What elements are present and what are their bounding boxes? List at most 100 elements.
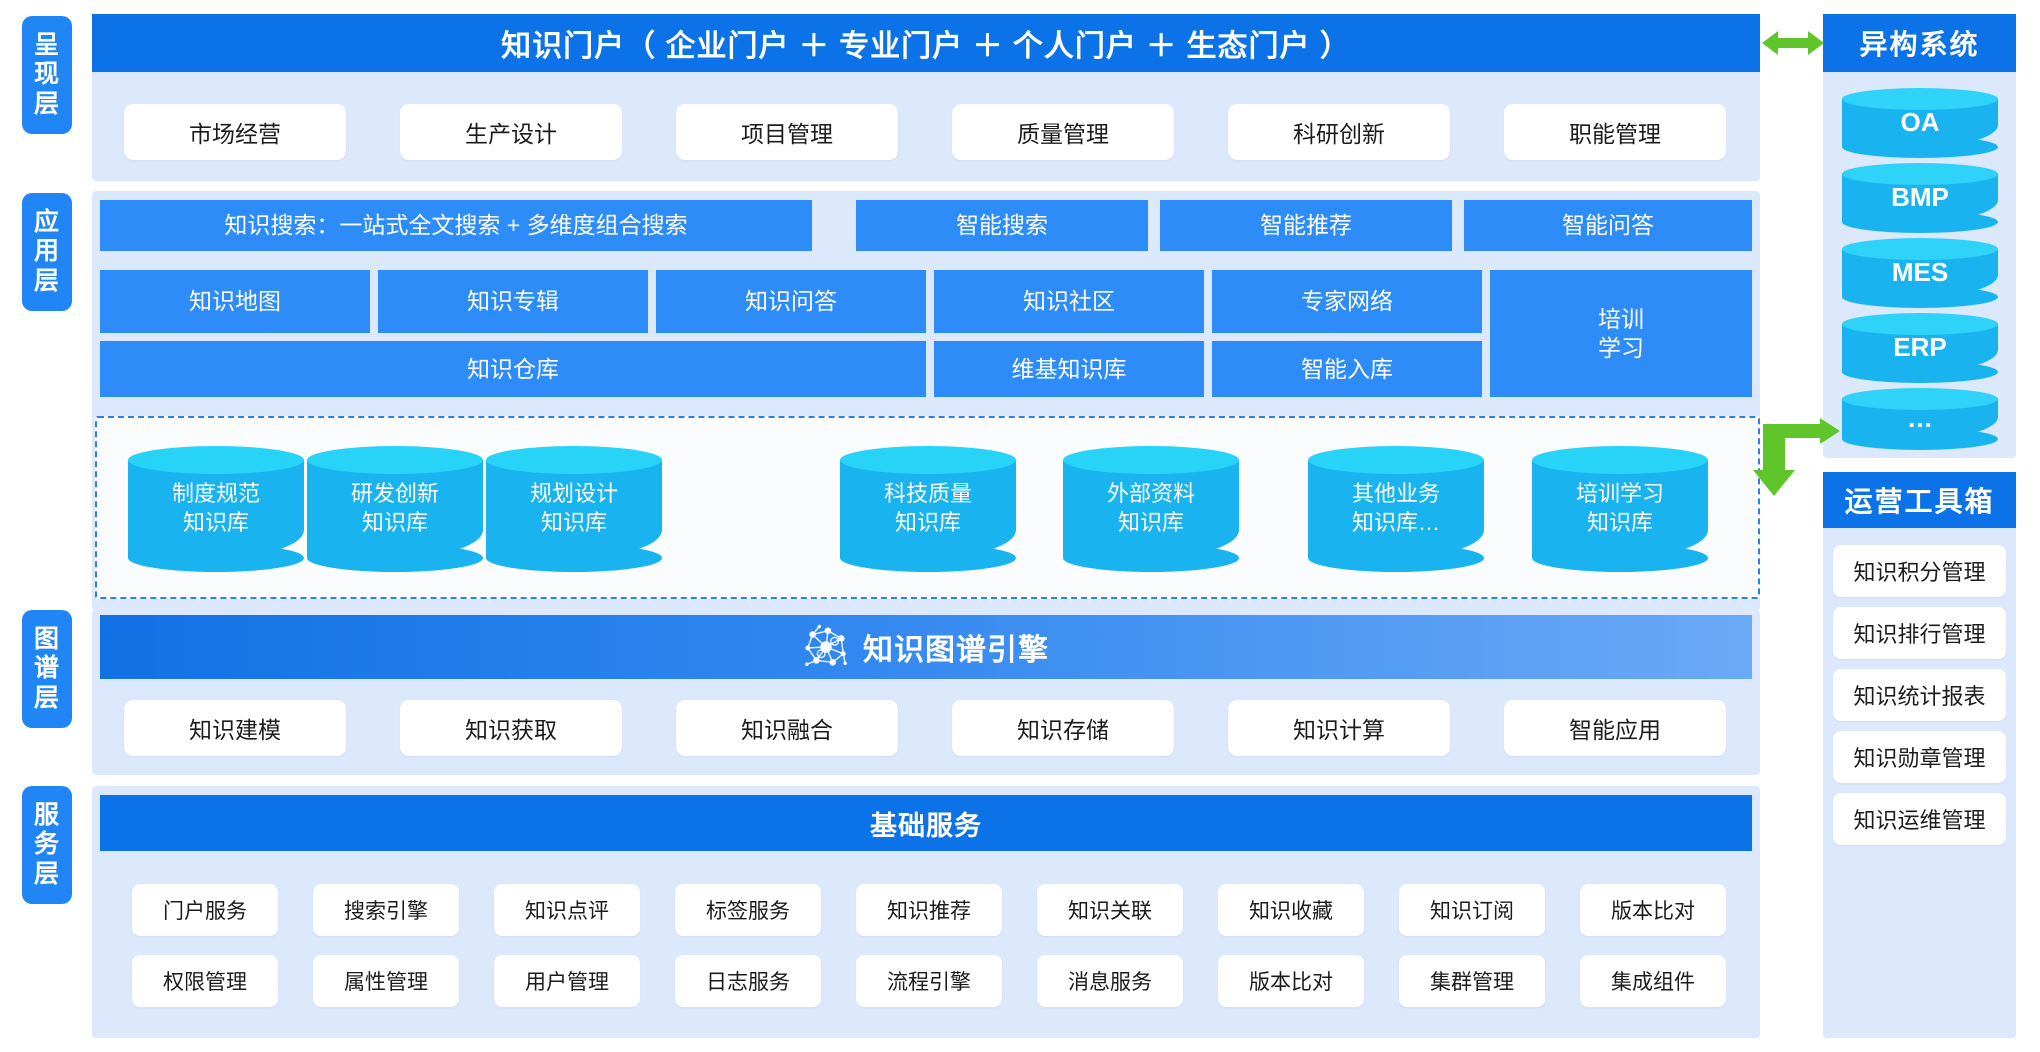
service-chip-r1-5[interactable]: 知识关联	[1037, 884, 1183, 936]
app-row1-smart-recommend[interactable]: 智能推荐	[1160, 200, 1452, 251]
repository-cylinder-3[interactable]: 科技质量 知识库	[840, 446, 1016, 572]
app-row1-smart-search[interactable]: 智能搜索	[856, 200, 1148, 251]
toolbox-chip-2[interactable]: 知识统计报表	[1833, 669, 2006, 721]
service-chip-r2-4[interactable]: 流程引擎	[856, 955, 1002, 1007]
presentation-chip-3[interactable]: 质量管理	[952, 104, 1174, 160]
presentation-chip-4-label: 科研创新	[1293, 121, 1385, 147]
layer-tab-service: 服务层	[22, 786, 72, 904]
app-row3-knowledge-warehouse[interactable]: 知识仓库	[100, 341, 926, 397]
app-row2-expert-network[interactable]: 专家网络	[1212, 270, 1482, 333]
service-chip-r1-3[interactable]: 标签服务	[675, 884, 821, 936]
repository-cylinder-5[interactable]: 其他业务 知识库…	[1308, 446, 1484, 572]
cylinder-top	[128, 446, 304, 474]
app-row3-smart-ingest-label: 智能入库	[1301, 355, 1393, 382]
service-chip-r2-8[interactable]: 集成组件	[1580, 955, 1726, 1007]
cylinder-body	[486, 460, 662, 558]
repository-cylinder-5-label: 其他业务 知识库…	[1351, 481, 1440, 535]
app-row1-smart-qa-label: 智能问答	[1562, 212, 1654, 239]
graph-chip-3-label: 知识存储	[1017, 717, 1109, 743]
toolbox-chip-4-label: 知识运维管理	[1853, 808, 1986, 833]
hetero-cylinder-2[interactable]: MES	[1842, 238, 1998, 308]
app-row1-knowledge-search[interactable]: 知识搜索：一站式全文搜索 + 多维度组合搜索	[100, 200, 812, 251]
cylinder-top	[486, 446, 662, 474]
presentation-chip-5-label: 职能管理	[1569, 121, 1661, 147]
knowledge-graph-network-icon	[803, 624, 849, 670]
service-chip-r1-0-label: 门户服务	[163, 900, 247, 923]
service-chip-r2-5[interactable]: 消息服务	[1037, 955, 1183, 1007]
repository-cylinder-0[interactable]: 制度规范 知识库	[128, 446, 304, 572]
cylinder-body	[1308, 460, 1484, 558]
hetero-cylinder-1[interactable]: BMP	[1842, 163, 1998, 233]
hetero-cylinder-0[interactable]: OA	[1842, 88, 1998, 158]
cylinder-top	[1842, 163, 1998, 185]
presentation-chip-1-label: 生产设计	[465, 121, 557, 147]
service-chip-r2-6[interactable]: 版本比对	[1218, 955, 1364, 1007]
service-chip-r1-1[interactable]: 搜索引擎	[313, 884, 459, 936]
knowledge-portal-title-label: 知识门户（ 企业门户 ＋ 专业门户 ＋ 个人门户 ＋ 生态门户 ）	[501, 30, 1351, 63]
presentation-chip-4[interactable]: 科研创新	[1228, 104, 1450, 160]
service-chip-r1-7[interactable]: 知识订阅	[1399, 884, 1545, 936]
repository-cylinder-4[interactable]: 外部资料 知识库	[1063, 446, 1239, 572]
toolbox-chip-1[interactable]: 知识排行管理	[1833, 607, 2006, 659]
app-row3-wiki-kb-label: 维基知识库	[1011, 355, 1127, 382]
graph-chip-0-label: 知识建模	[189, 717, 281, 743]
toolbox-chip-4[interactable]: 知识运维管理	[1833, 793, 2006, 845]
cylinder-top	[840, 446, 1016, 474]
graph-chip-1[interactable]: 知识获取	[400, 700, 622, 756]
graph-chip-5-label: 智能应用	[1569, 717, 1661, 743]
service-chip-r1-1-label: 搜索引擎	[344, 900, 428, 923]
toolbox-chip-1-label: 知识排行管理	[1853, 622, 1986, 647]
service-chip-r1-3-label: 标签服务	[706, 900, 790, 923]
presentation-chip-1[interactable]: 生产设计	[400, 104, 622, 160]
layer-tab-graph-label: 图谱层	[33, 624, 60, 712]
basic-service-title: 基础服务	[100, 795, 1752, 851]
cylinder-body	[307, 460, 483, 558]
app-row1-smart-qa[interactable]: 智能问答	[1464, 200, 1752, 251]
hetero-cylinder-3[interactable]: ERP	[1842, 313, 1998, 383]
repository-cylinder-6[interactable]: 培训学习 知识库	[1532, 446, 1708, 572]
layer-tab-presentation-label: 呈现层	[33, 30, 60, 118]
app-row2-knowledge-community[interactable]: 知识社区	[934, 270, 1204, 333]
graph-chip-4[interactable]: 知识计算	[1228, 700, 1450, 756]
hetero-cylinder-3-label: ERP	[1893, 332, 1947, 363]
hetero-systems-title-label: 异构系统	[1859, 29, 1980, 60]
service-chip-r1-6[interactable]: 知识收藏	[1218, 884, 1364, 936]
graph-chip-2[interactable]: 知识融合	[676, 700, 898, 756]
cylinder-top	[1532, 446, 1708, 474]
service-chip-r2-0[interactable]: 权限管理	[132, 955, 278, 1007]
presentation-chip-5[interactable]: 职能管理	[1504, 104, 1726, 160]
app-training-study[interactable]: 培训 学习	[1490, 270, 1752, 397]
cylinder-body	[840, 460, 1016, 558]
graph-chip-3[interactable]: 知识存储	[952, 700, 1174, 756]
cylinder-top	[1842, 313, 1998, 335]
graph-chip-5[interactable]: 智能应用	[1504, 700, 1726, 756]
service-chip-r1-8[interactable]: 版本比对	[1580, 884, 1726, 936]
service-chip-r2-3[interactable]: 日志服务	[675, 955, 821, 1007]
app-row2-knowledge-map[interactable]: 知识地图	[100, 270, 370, 333]
app-row3-knowledge-warehouse-label: 知识仓库	[467, 355, 559, 382]
app-row2-knowledge-album[interactable]: 知识专辑	[378, 270, 648, 333]
app-row2-knowledge-qa[interactable]: 知识问答	[656, 270, 926, 333]
repository-cylinder-2[interactable]: 规划设计 知识库	[486, 446, 662, 572]
service-chip-r1-2[interactable]: 知识点评	[494, 884, 640, 936]
app-row3-smart-ingest[interactable]: 智能入库	[1212, 341, 1482, 397]
cylinder-body	[1063, 460, 1239, 558]
toolbox-chip-3[interactable]: 知识勋章管理	[1833, 731, 2006, 783]
presentation-chip-0[interactable]: 市场经营	[124, 104, 346, 160]
service-chip-r1-4[interactable]: 知识推荐	[856, 884, 1002, 936]
presentation-chip-2[interactable]: 项目管理	[676, 104, 898, 160]
toolbox-chip-0[interactable]: 知识积分管理	[1833, 545, 2006, 597]
hetero-cylinder-4[interactable]: …	[1842, 388, 1998, 450]
repository-cylinder-1[interactable]: 研发创新 知识库	[307, 446, 483, 572]
graph-chip-0[interactable]: 知识建模	[124, 700, 346, 756]
app-row1-knowledge-search-label: 知识搜索：一站式全文搜索 + 多维度组合搜索	[224, 212, 688, 239]
hetero-cylinder-4-label: …	[1907, 403, 1933, 434]
service-chip-r2-7[interactable]: 集群管理	[1399, 955, 1545, 1007]
cylinder-top	[1842, 238, 1998, 260]
service-chip-r2-1[interactable]: 属性管理	[313, 955, 459, 1007]
app-row3-wiki-kb[interactable]: 维基知识库	[934, 341, 1204, 397]
service-chip-r1-5-label: 知识关联	[1068, 900, 1152, 923]
service-chip-r2-2[interactable]: 用户管理	[494, 955, 640, 1007]
service-chip-r1-0[interactable]: 门户服务	[132, 884, 278, 936]
